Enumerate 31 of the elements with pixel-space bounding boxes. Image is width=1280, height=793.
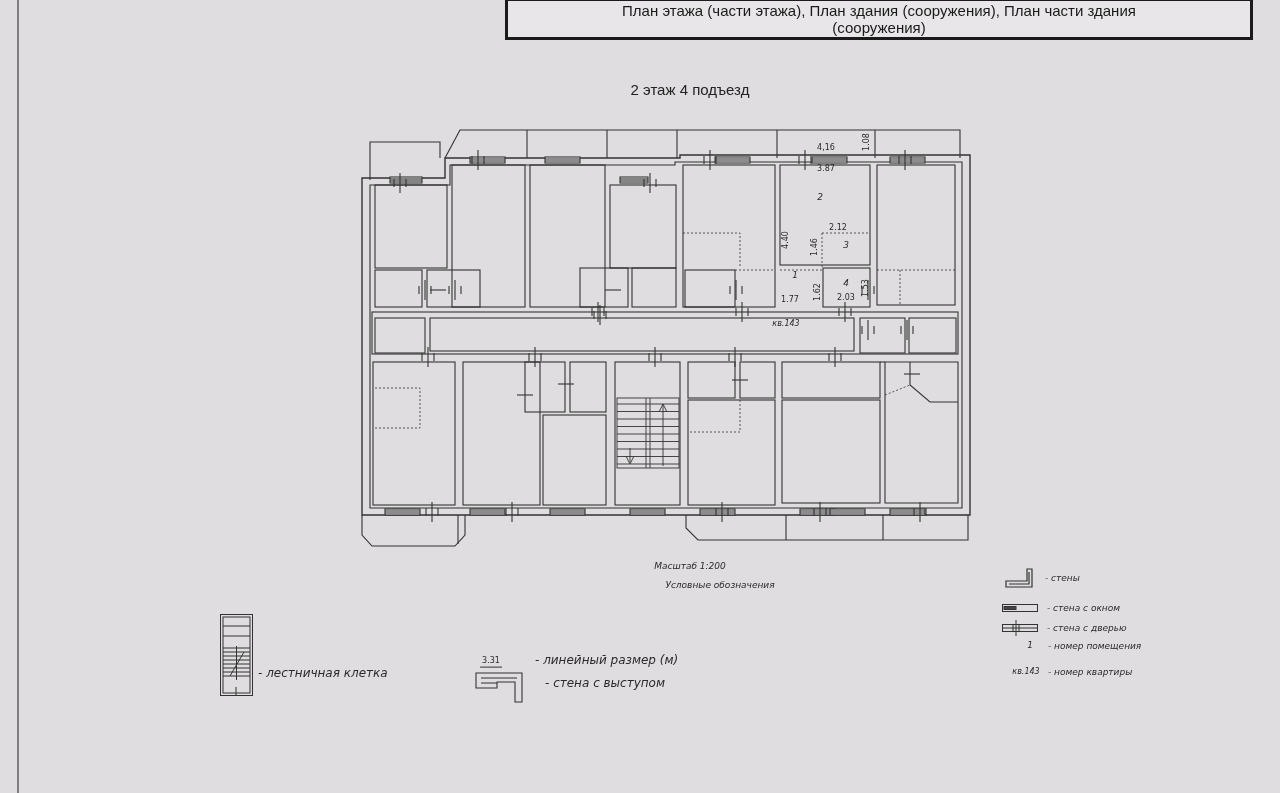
dimension-label: 2.12: [829, 223, 847, 233]
dimension-label: 1.08: [862, 133, 872, 151]
legend-label: - стены: [1045, 573, 1080, 583]
legend-label: - стена с окном: [1047, 603, 1121, 613]
dimension-label: 1.77: [781, 295, 799, 305]
apartment-number-sample: кв.143: [1012, 667, 1040, 677]
dimension-label: 4,16: [817, 143, 835, 153]
legend-label: - лестничная клетка: [258, 666, 388, 680]
dimension-sample: 3.31: [480, 656, 502, 668]
room-number-sample: 1: [1027, 641, 1033, 651]
room-number: 2: [817, 193, 823, 203]
dimension-label: 1.53: [861, 279, 871, 297]
plan-heading: 2 этаж 4 подъезд: [630, 80, 750, 98]
legend-heading: Условные обозначения: [665, 581, 775, 591]
legend-label: - номер квартиры: [1048, 667, 1133, 677]
legend-label: - стена с дверью: [1047, 623, 1127, 633]
dimension-label: 4.40: [781, 231, 791, 249]
dimension-label: 1.62: [813, 283, 823, 301]
dimension-label: 1.46: [810, 238, 820, 256]
apartment-number: кв.143: [772, 319, 800, 329]
legend-label: - линейный размер (м): [535, 653, 679, 667]
title-block: [505, 0, 1253, 40]
title-block-text: План этажа (части этажа), План здания (сооружения), План части здания (сооружения): [621, 2, 1137, 36]
room-number: 1: [792, 271, 798, 281]
room-number: 4: [843, 279, 849, 289]
scale-note: Масштаб 1:200: [654, 562, 726, 572]
dimension-label: 3.87: [817, 164, 835, 174]
legend-label: - номер помещения: [1048, 641, 1142, 651]
dimension-label: 2.03: [837, 293, 855, 303]
room-number: 3: [843, 241, 849, 251]
legend-label: - стена с выступом: [545, 676, 666, 690]
